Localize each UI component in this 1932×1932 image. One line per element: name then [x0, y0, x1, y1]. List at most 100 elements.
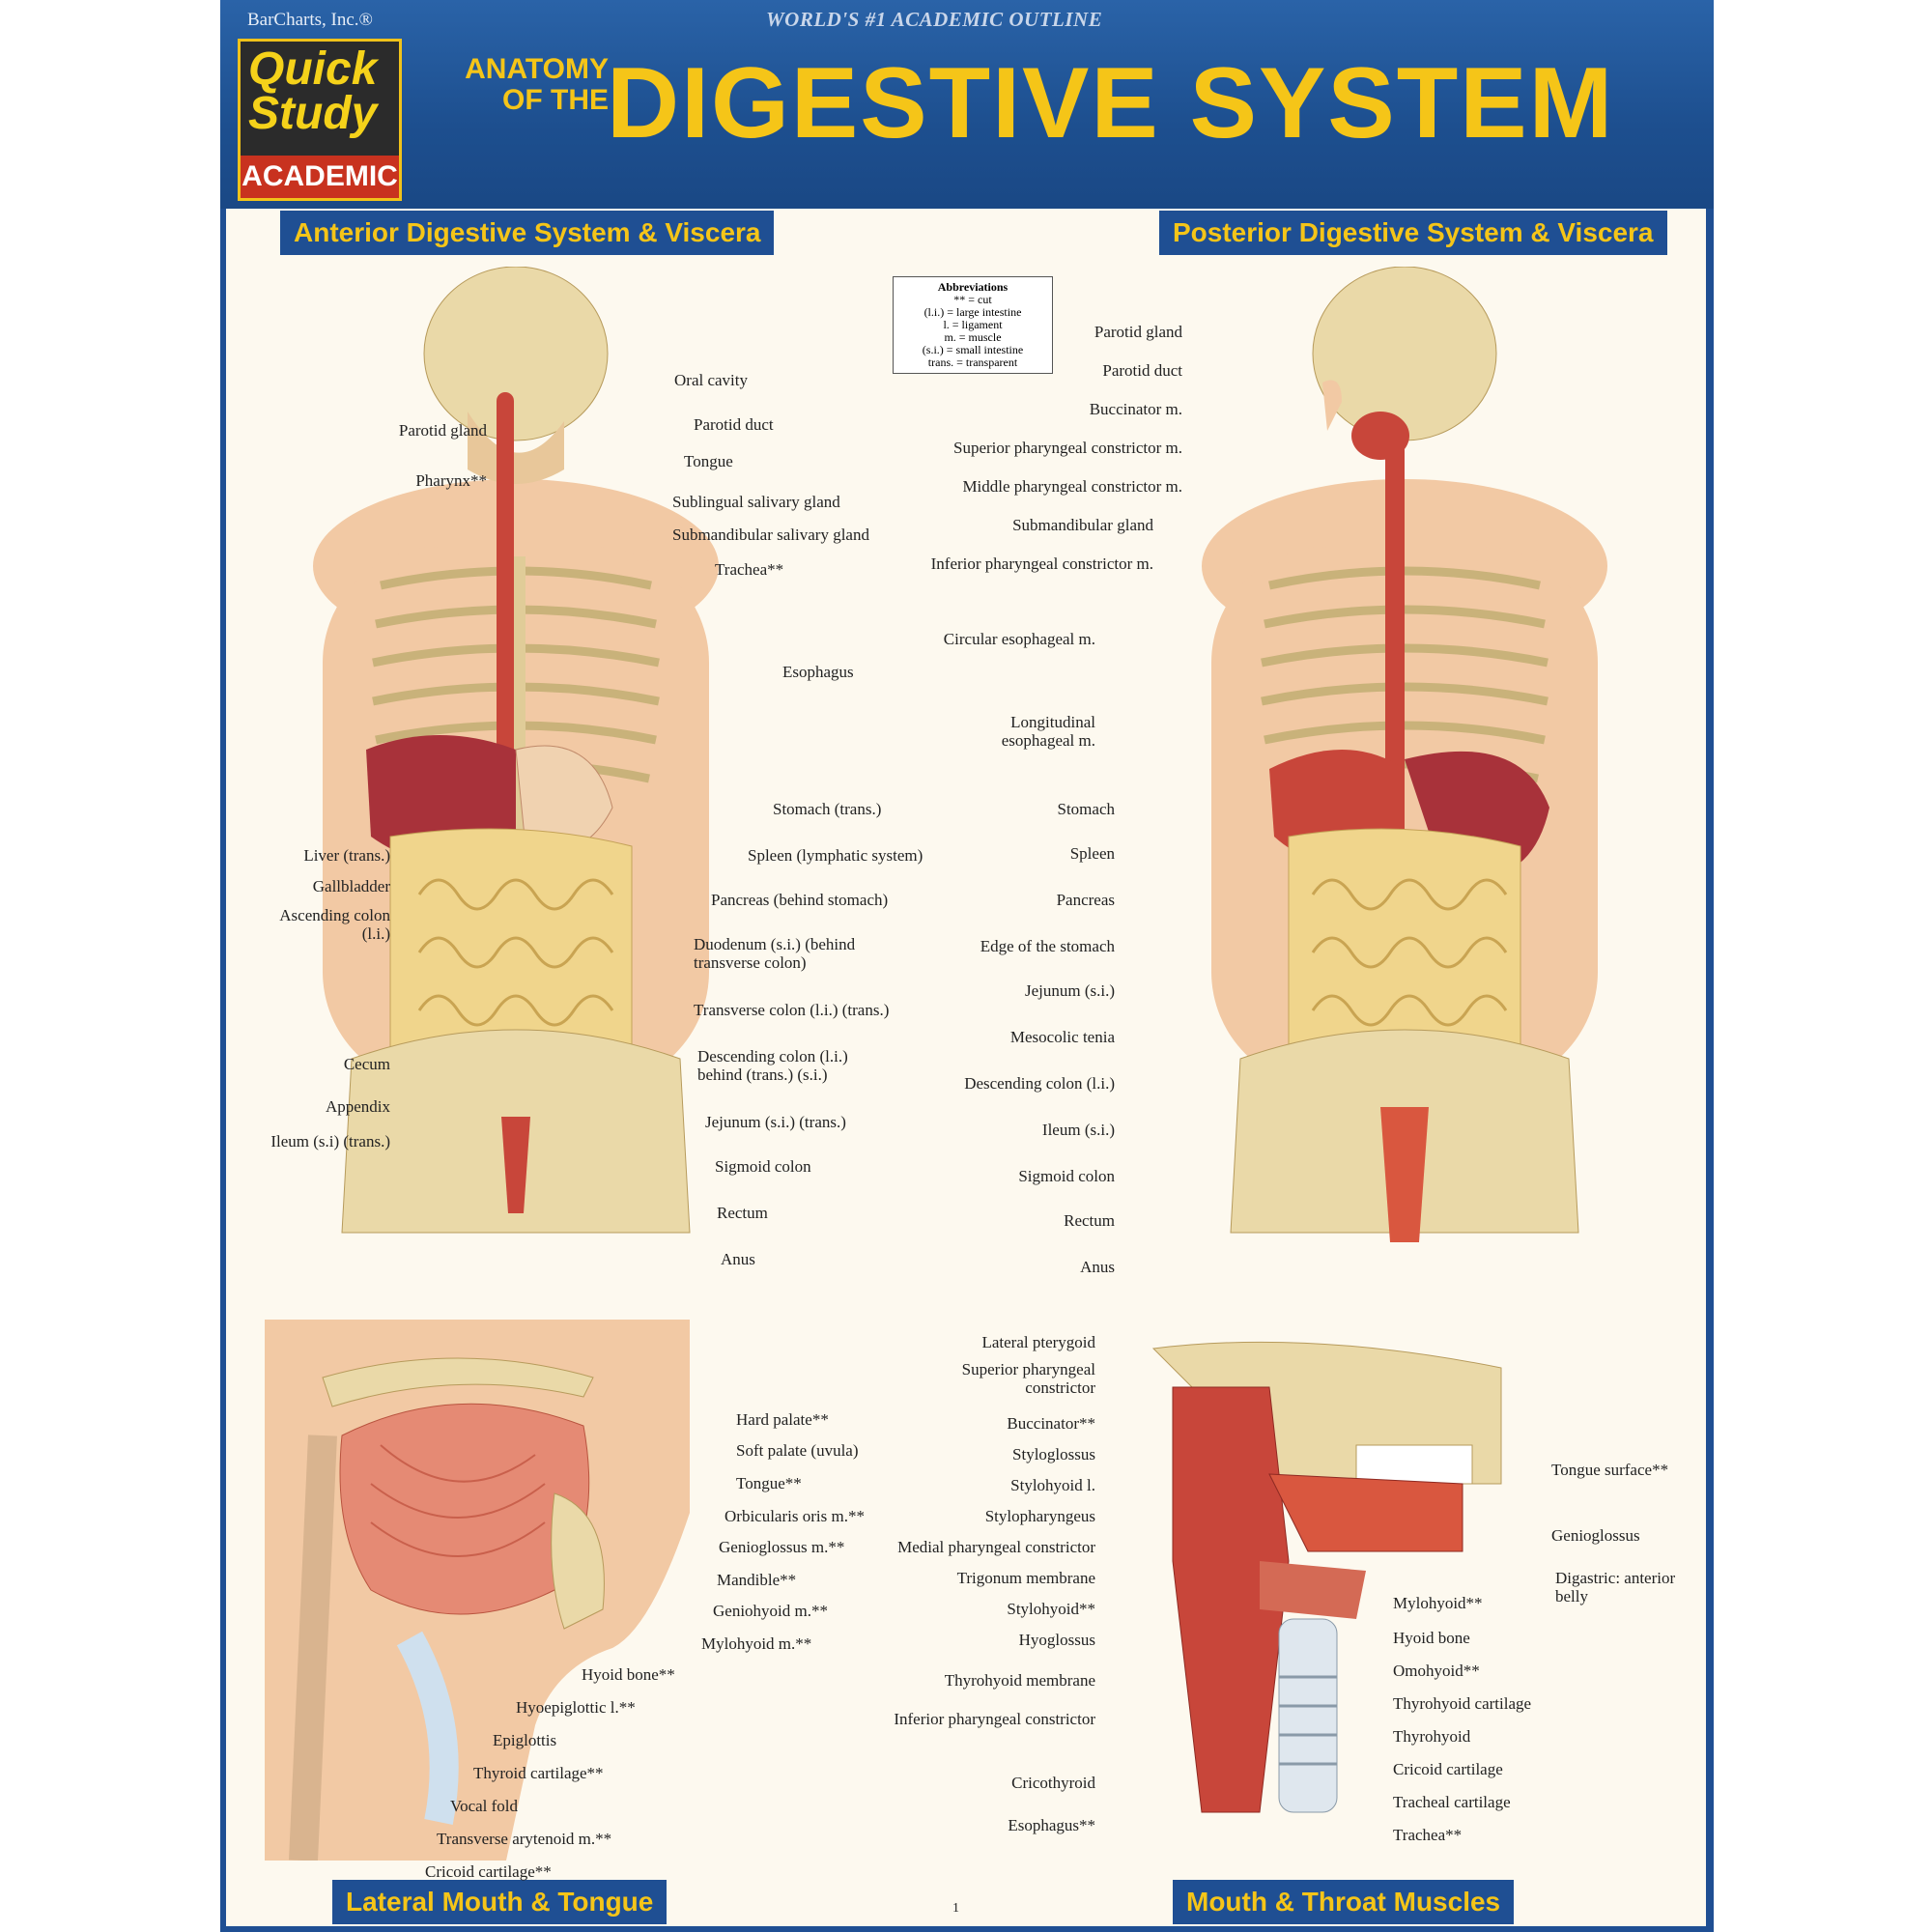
label-lateral-orbicularis-oris: Orbicularis oris m.** [724, 1507, 865, 1525]
throat-muscles-illustration [1151, 1341, 1502, 1813]
logo-line-quick: Quick [248, 43, 378, 95]
title-prefix: ANATOMY OF THE [465, 53, 609, 116]
lateral-mouth-illustration [265, 1320, 690, 1861]
section-throat: Mouth & Throat Muscles [1173, 1880, 1515, 1924]
abbr-item: (s.i.) = small intestine [922, 343, 1024, 356]
label-anterior-descending-colon: Descending colon (l.i.) behind (trans.) … [697, 1047, 848, 1084]
label-posterior-middle-constrictor: Middle pharyngeal constrictor m. [962, 477, 1182, 496]
abbreviations-box: Abbreviations ** = cut (l.i.) = large in… [893, 276, 1053, 374]
label-throat-trigonum-membrane: Trigonum membrane [956, 1569, 1095, 1587]
label-lateral-soft-palate: Soft palate (uvula) [736, 1441, 859, 1460]
label-posterior-circular-esophageal: Circular esophageal m. [943, 630, 1095, 648]
label-throat-stylohyoid-ligament: Stylohyoid l. [1010, 1476, 1095, 1494]
section-lateral: Lateral Mouth & Tongue [332, 1880, 668, 1924]
content-area: Anterior Digestive System & Viscera Post… [226, 209, 1706, 1926]
label-anterior-spleen: Spleen (lymphatic system) [748, 846, 923, 865]
label-anterior-sigmoid-colon: Sigmoid colon [715, 1157, 811, 1176]
label-throat-stylopharyngeus: Stylopharyngeus [984, 1507, 1095, 1525]
page-title: DIGESTIVE SYSTEM [607, 47, 1615, 159]
label-lateral-mandible: Mandible** [717, 1571, 797, 1589]
label-throat-superior-constrictor: Superior pharyngeal constrictor [961, 1360, 1095, 1397]
label-lateral-geniohyoid: Geniohyoid m.** [713, 1602, 828, 1620]
label-anterior-ascending-colon: Ascending colon (l.i.) [279, 906, 390, 943]
label-anterior-sublingual-gland: Sublingual salivary gland [672, 493, 840, 511]
label-anterior-trachea: Trachea** [715, 560, 784, 579]
logo-text: Quick Study [248, 43, 378, 137]
label-lateral-mylohyoid: Mylohyoid m.** [701, 1634, 812, 1653]
label-posterior-descending-colon: Descending colon (l.i.) [964, 1074, 1115, 1093]
quickstudy-logo: Quick Study ACADEMIC [238, 39, 402, 201]
label-anterior-esophagus: Esophagus [782, 663, 854, 681]
label-posterior-rectum: Rectum [1064, 1211, 1115, 1230]
label-lateral-transverse-arytenoid: Transverse arytenoid m.** [437, 1830, 612, 1848]
section-posterior: Posterior Digestive System & Viscera [1159, 211, 1667, 255]
label-lateral-genioglossus: Genioglossus m.** [719, 1538, 845, 1556]
label-posterior-submandibular: Submandibular gland [1012, 516, 1153, 534]
abbr-item: ** = cut [953, 293, 992, 306]
label-posterior-anus: Anus [1080, 1258, 1115, 1276]
label-posterior-ileum: Ileum (s.i.) [1041, 1121, 1115, 1139]
label-throat-medial-constrictor: Medial pharyngeal constrictor [897, 1538, 1095, 1556]
label-anterior-pancreas: Pancreas (behind stomach) [711, 891, 889, 909]
page-number: 1 [952, 1901, 959, 1916]
label-throat-buccinator: Buccinator** [1007, 1414, 1095, 1433]
label-lateral-tongue: Tongue** [736, 1474, 802, 1492]
label-posterior-inferior-constrictor: Inferior pharyngeal constrictor m. [930, 554, 1153, 573]
label-lateral-thyroid-cartilage: Thyroid cartilage** [473, 1764, 604, 1782]
label-anterior-rectum: Rectum [717, 1204, 768, 1222]
label-lateral-epiglottis: Epiglottis [493, 1731, 557, 1749]
label-posterior-buccinator: Buccinator m. [1089, 400, 1182, 418]
label-throat-inferior-constrictor: Inferior pharyngeal constrictor [894, 1710, 1095, 1728]
label-anterior-transverse-colon: Transverse colon (l.i.) (trans.) [694, 1001, 890, 1019]
label-anterior-stomach: Stomach (trans.) [773, 800, 882, 818]
abbreviations-title: Abbreviations [937, 280, 1009, 294]
label-lateral-hyoid-bone: Hyoid bone** [582, 1665, 675, 1684]
label-anterior-tongue: Tongue [684, 452, 733, 470]
label-throat-digastric: Digastric: anterior belly [1555, 1569, 1676, 1605]
label-anterior-appendix: Appendix [325, 1097, 390, 1116]
label-anterior-jejunum: Jejunum (s.i.) (trans.) [705, 1113, 846, 1131]
label-posterior-longitudinal-esophageal: Longitudinal esophageal m. [1001, 713, 1095, 750]
label-posterior-stomach: Stomach [1057, 800, 1116, 818]
anterior-torso-illustration [313, 267, 719, 1234]
label-posterior-parotid-duct: Parotid duct [1102, 361, 1182, 380]
label-posterior-spleen: Spleen [1069, 844, 1115, 863]
label-throat-tracheal-cartilage: Tracheal cartilage [1393, 1793, 1511, 1811]
label-posterior-pancreas: Pancreas [1056, 891, 1115, 909]
tagline: WORLD'S #1 ACADEMIC OUTLINE [766, 8, 1103, 31]
abbr-item: l. = ligament [943, 318, 1003, 331]
section-anterior: Anterior Digestive System & Viscera [280, 211, 775, 255]
label-throat-styloglossus: Styloglossus [1012, 1445, 1095, 1463]
posterior-torso-illustration [1202, 267, 1607, 1242]
label-throat-tongue-surface: Tongue surface** [1551, 1461, 1669, 1479]
label-anterior-pharynx: Pharynx** [415, 471, 487, 490]
label-throat-lateral-pterygoid: Lateral pterygoid [981, 1333, 1095, 1351]
label-throat-esophagus: Esophagus** [1008, 1816, 1095, 1834]
label-throat-stylohyoid: Stylohyoid** [1007, 1600, 1095, 1618]
label-anterior-duodenum: Duodenum (s.i.) (behind transverse colon… [694, 935, 856, 972]
label-throat-thyrohyoid-membrane: Thyrohyoid membrane [944, 1671, 1095, 1690]
label-anterior-ileum: Ileum (s.i) (trans.) [270, 1132, 390, 1151]
label-throat-genioglossus: Genioglossus [1551, 1526, 1640, 1545]
header-banner: BarCharts, Inc.® WORLD'S #1 ACADEMIC OUT… [220, 0, 1714, 209]
label-lateral-hyoepiglottic: Hyoepiglottic l.** [516, 1698, 636, 1717]
abbr-item: trans. = transparent [927, 355, 1018, 369]
label-throat-thyrohyoid-cartilage: Thyrohyoid cartilage [1393, 1694, 1532, 1713]
label-posterior-parotid-gland: Parotid gland [1094, 323, 1182, 341]
label-anterior-submandibular-gland: Submandibular salivary gland [672, 526, 869, 544]
label-throat-hyoglossus: Hyoglossus [1018, 1631, 1095, 1649]
label-anterior-liver: Liver (trans.) [303, 846, 390, 865]
publisher-name: BarCharts, Inc.® [247, 10, 373, 30]
label-lateral-vocal-fold: Vocal fold [450, 1797, 519, 1815]
label-lateral-cricoid-cartilage: Cricoid cartilage** [425, 1862, 552, 1881]
label-throat-hyoid-bone: Hyoid bone [1393, 1629, 1470, 1647]
label-posterior-jejunum: Jejunum (s.i.) [1024, 981, 1115, 1000]
chart-sheet: BarCharts, Inc.® WORLD'S #1 ACADEMIC OUT… [220, 0, 1714, 1932]
label-anterior-parotid-duct: Parotid duct [694, 415, 774, 434]
label-throat-mylohyoid: Mylohyoid** [1393, 1594, 1483, 1612]
label-anterior-oral-cavity: Oral cavity [674, 371, 748, 389]
abbr-item: m. = muscle [944, 330, 1002, 344]
label-posterior-sigmoid-colon: Sigmoid colon [1018, 1167, 1115, 1185]
label-anterior-anus: Anus [721, 1250, 755, 1268]
label-throat-omohyoid: Omohyoid** [1393, 1662, 1480, 1680]
